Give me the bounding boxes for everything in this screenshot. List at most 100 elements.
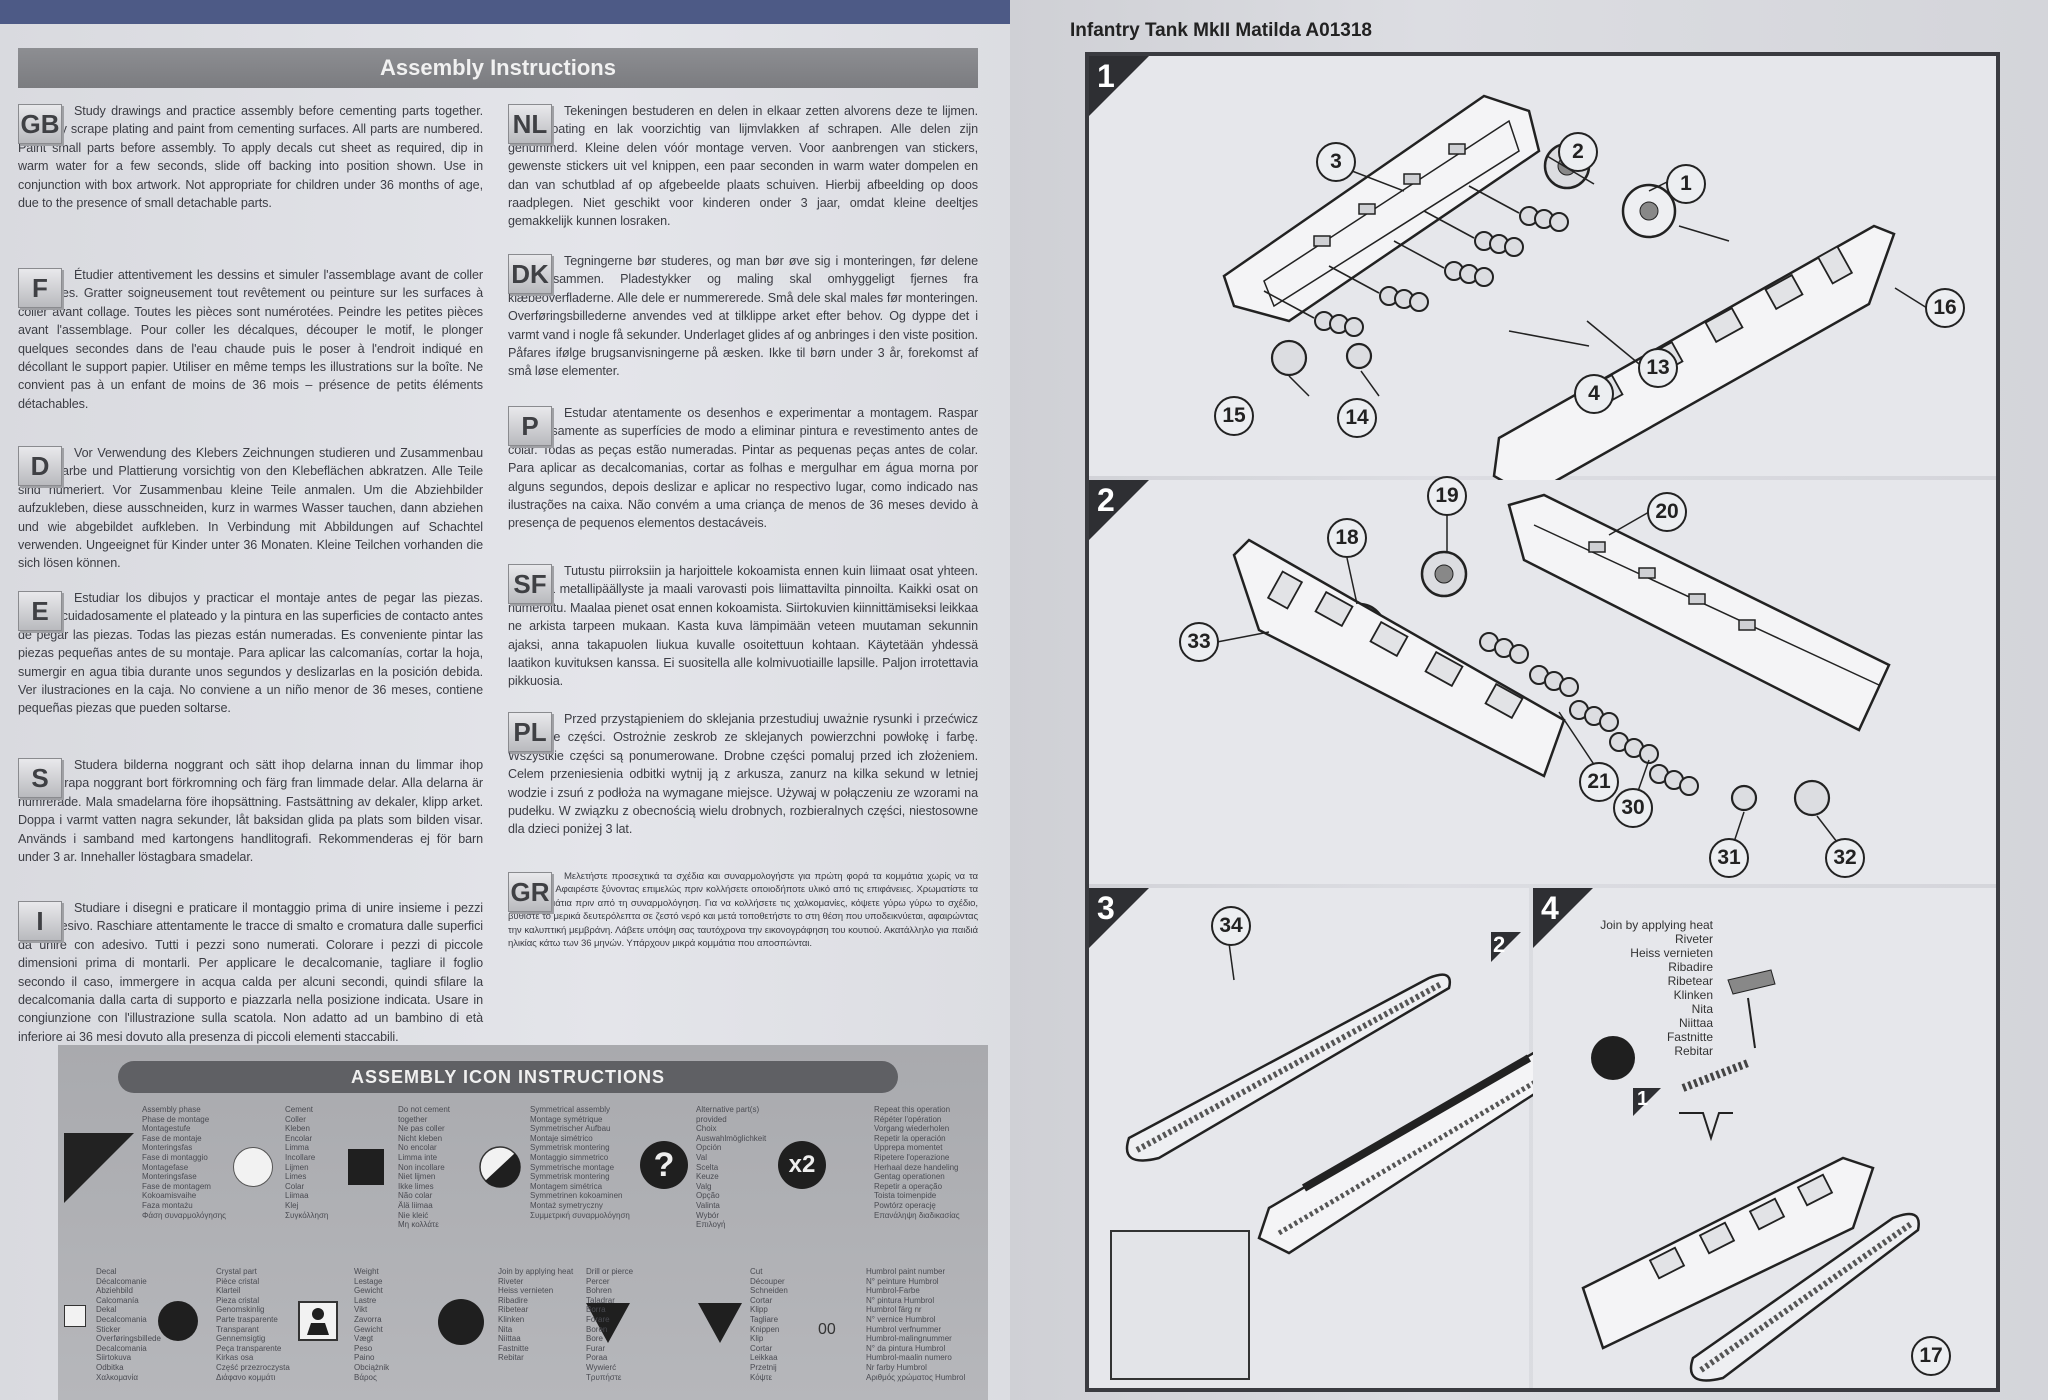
assembly-instructions-banner: Assembly Instructions bbox=[18, 48, 978, 88]
icon-text-drill: Drill or pierce Percer Bohren Taladrar B… bbox=[586, 1267, 634, 1382]
lang-tag-e: E bbox=[18, 591, 62, 631]
lang-text-e: Estudiar los dibujos y practicar el mont… bbox=[18, 591, 483, 716]
right-page-assembly-steps: Infantry Tank MkII Matilda A01318 1 bbox=[1010, 0, 2048, 1400]
lang-block-i: I Studiare i disegni e praticare il mont… bbox=[18, 899, 483, 1046]
part-number-2: 2 bbox=[1558, 132, 1598, 172]
part-number-17: 17 bbox=[1911, 1336, 1951, 1376]
lang-text-f: Étudier attentivement les dessins et sim… bbox=[18, 268, 483, 411]
lang-block-f: F Étudier attentivement les dessins et s… bbox=[18, 266, 483, 413]
step-1-panel: 1 bbox=[1089, 56, 1996, 498]
lang-text-i: Studiare i disegni e praticare il montag… bbox=[18, 901, 483, 1044]
symmetrical-assembly-icon bbox=[479, 1146, 521, 1188]
lang-text-d: Vor Verwendung des Klebers Zeichnungen s… bbox=[18, 446, 483, 571]
heat-label-9: Rebitar bbox=[1674, 1044, 1713, 1058]
lang-block-gr: GR Μελετήστε προσεχτικά τα σχέδια και συ… bbox=[508, 870, 978, 950]
heat-label-8: Fastnitte bbox=[1666, 1030, 1713, 1044]
lang-block-sf: SF Tutustu piirroksiin ja harjoittele ko… bbox=[508, 562, 978, 691]
lang-text-sf: Tutustu piirroksiin ja harjoittele kokoa… bbox=[508, 564, 978, 689]
icon-text-heat: Join by applying heat Riveter Heiss vern… bbox=[498, 1267, 574, 1363]
heat-label-2: Heiss vernieten bbox=[1630, 946, 1713, 960]
step-3-panel: 3 34 2 bbox=[1089, 888, 1561, 1388]
heat-label-4: Ribetear bbox=[1667, 974, 1713, 988]
heat-label-3: Ribadire bbox=[1668, 960, 1713, 974]
lang-tag-gb: GB bbox=[18, 104, 62, 144]
step-3-ref-2: 2 bbox=[1493, 932, 1506, 957]
lang-tag-p: P bbox=[508, 406, 552, 446]
lang-tag-d: D bbox=[18, 446, 62, 486]
step-3-drawing bbox=[1125, 932, 1561, 1255]
lang-block-pl: PL Przed przystąpieniem do sklejania prz… bbox=[508, 710, 978, 839]
step-4-drawing bbox=[1581, 969, 1920, 1382]
kit-title: Infantry Tank MkII Matilda A01318 bbox=[1070, 20, 1372, 41]
join-by-heat-icon bbox=[1591, 1036, 1635, 1080]
icon-text-cut: Cut Découper Schneiden Cortar Klipp Tagl… bbox=[750, 1267, 788, 1382]
heat-label-1: Riveter bbox=[1674, 932, 1713, 946]
step-2-panel: 2 bbox=[1089, 476, 1996, 884]
heat-label-0: Join by applying heat bbox=[1600, 918, 1713, 932]
repeat-x2-icon: x2 bbox=[778, 1141, 826, 1189]
lang-text-gb: Study drawings and practice assembly bef… bbox=[18, 104, 483, 211]
lang-tag-gr: GR bbox=[508, 872, 552, 912]
step-4-heat-labels: Join by applying heat Riveter Heiss vern… bbox=[1593, 918, 1713, 1058]
drill-pierce-icon bbox=[586, 1303, 630, 1343]
part-number-34: 34 bbox=[1211, 906, 1251, 946]
join-by-heat-icon bbox=[438, 1299, 484, 1345]
step-2-drawing bbox=[1216, 493, 1891, 843]
heat-label-6: Nita bbox=[1691, 1002, 1713, 1016]
step-2-number: 2 bbox=[1097, 482, 1115, 518]
lang-block-e: E Estudiar los dibujos y practicar el mo… bbox=[18, 589, 483, 718]
cut-icon bbox=[698, 1303, 742, 1343]
lang-tag-nl: NL bbox=[508, 104, 552, 144]
lang-tag-f: F bbox=[18, 268, 62, 308]
lang-block-dk: DK Tegningerne bør studeres, og man bør … bbox=[508, 252, 978, 381]
lang-text-pl: Przed przystąpieniem do sklejania przest… bbox=[508, 712, 978, 837]
icon-text-alternative: Alternative part(s) provided Choix Auswa… bbox=[696, 1105, 767, 1230]
do-not-cement-square-icon bbox=[348, 1149, 384, 1185]
step-badge-icon bbox=[1089, 56, 1149, 116]
lang-tag-i: I bbox=[18, 901, 62, 941]
heat-label-5: Klinken bbox=[1673, 988, 1713, 1002]
lang-tag-s: S bbox=[18, 758, 62, 798]
steps-frame: 1 bbox=[1085, 52, 2000, 1392]
alternative-parts-question-icon: ? bbox=[640, 1141, 688, 1189]
lang-block-nl: NL Tekeningen bestuderen en delen in elk… bbox=[508, 102, 978, 231]
decal-square-icon bbox=[64, 1305, 86, 1327]
part-number-4: 4 bbox=[1574, 374, 1614, 414]
icon-text-cement: Cement Coller Kleben Encolar Limma Incol… bbox=[285, 1105, 329, 1220]
icon-text-crystal: Crystal part Pièce cristal Klarteil Piez… bbox=[216, 1267, 290, 1382]
step-badge-icon bbox=[1533, 888, 1593, 948]
assembly-icon-panel: ASSEMBLY ICON INSTRUCTIONS Assembly phas… bbox=[58, 1045, 988, 1400]
step-3-number: 3 bbox=[1097, 890, 1115, 926]
lang-text-dk: Tegningerne bør studeres, og man bør øve… bbox=[508, 254, 978, 379]
lang-text-s: Studera bilderna noggrant och sätt ihop … bbox=[18, 758, 483, 865]
lang-tag-sf: SF bbox=[508, 564, 552, 604]
part-number-15: 15 bbox=[1214, 396, 1254, 436]
part-number-18: 18 bbox=[1327, 518, 1367, 558]
lang-block-p: P Estudar atentamente os desenhos e expe… bbox=[508, 404, 978, 533]
part-number-30: 30 bbox=[1613, 788, 1653, 828]
part-number-13: 13 bbox=[1638, 348, 1678, 388]
part-number-3: 3 bbox=[1316, 142, 1356, 182]
lang-text-gr: Μελετήστε προσεχτικά τα σχέδια και συναρ… bbox=[508, 871, 978, 950]
step-badge-icon bbox=[1089, 888, 1149, 948]
lang-block-s: S Studera bilderna noggrant och sätt iho… bbox=[18, 756, 483, 866]
lang-block-d: D Vor Verwendung des Klebers Zeichnungen… bbox=[18, 444, 483, 573]
part-number-31: 31 bbox=[1709, 838, 1749, 878]
lang-block-gb: GB Study drawings and practice assembly … bbox=[18, 102, 483, 212]
lang-tag-dk: DK bbox=[508, 254, 552, 294]
icon-text-do-not-cement: Do not cement together Ne pas coller Nic… bbox=[398, 1105, 451, 1230]
icon-text-assembly-phase: Assembly phase Phase de montage Montages… bbox=[142, 1105, 227, 1220]
part-number-1: 1 bbox=[1666, 164, 1706, 204]
icon-text-symmetrical: Symmetrical assembly Montage symétrique … bbox=[530, 1105, 630, 1220]
part-number-32: 32 bbox=[1825, 838, 1865, 878]
step-4-ref-1: 1 bbox=[1637, 1088, 1649, 1110]
humbrol-paint-code: 00 bbox=[818, 1321, 836, 1338]
icon-text-repeat: Repeat this operation Répéter l'opératio… bbox=[874, 1105, 960, 1220]
icon-text-humbrol: Humbrol paint number N° peinture Humbrol… bbox=[866, 1267, 966, 1382]
part-number-21: 21 bbox=[1579, 762, 1619, 802]
part-number-33: 33 bbox=[1179, 622, 1219, 662]
step-badge-icon bbox=[1089, 480, 1149, 540]
part-number-16: 16 bbox=[1925, 288, 1965, 328]
part-number-19: 19 bbox=[1427, 476, 1467, 516]
icon-text-weight: Weight Lestage Gewicht Lastre Vikt Zavor… bbox=[354, 1267, 390, 1382]
